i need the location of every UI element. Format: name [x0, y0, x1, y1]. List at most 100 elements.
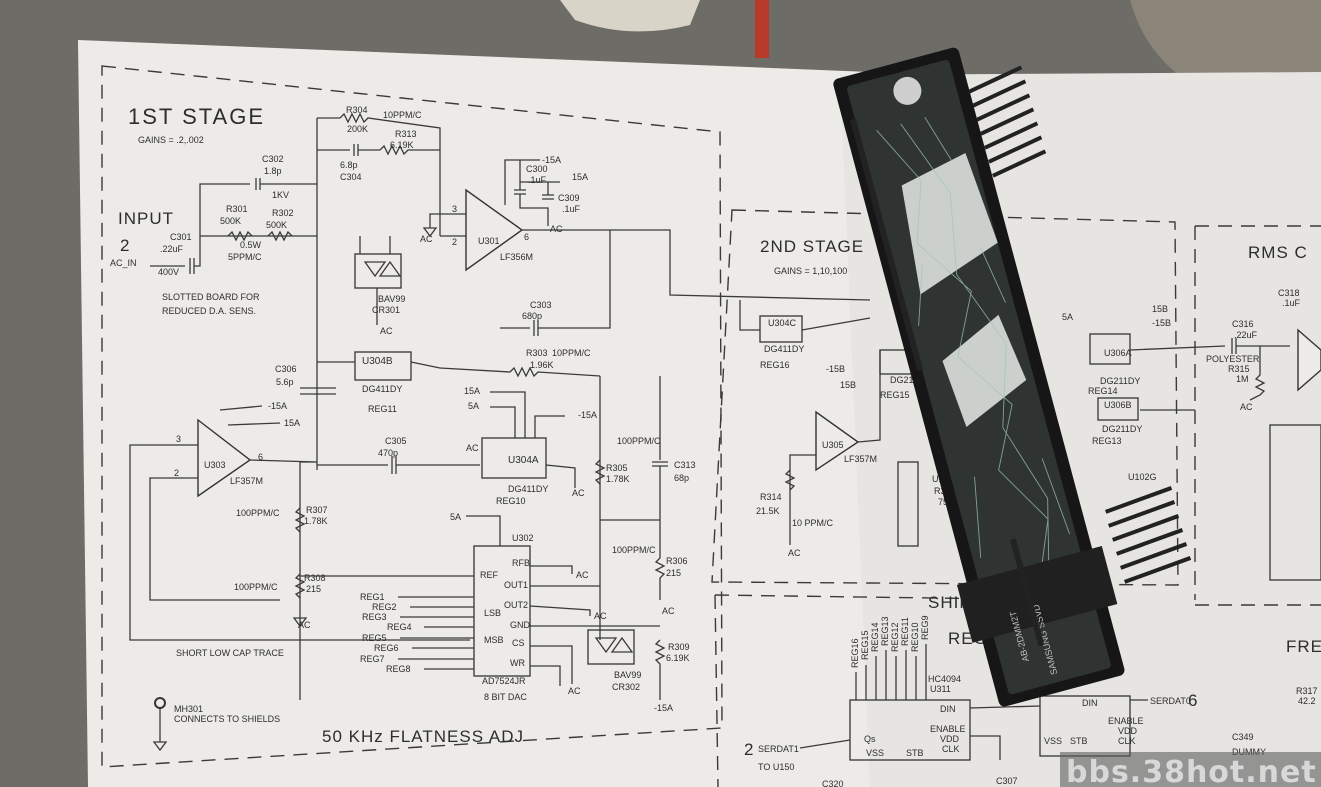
c301-value: .22uF — [160, 244, 184, 254]
hc4094-enable: ENABLE — [930, 724, 966, 734]
hc4094-part: HC4094 — [928, 674, 961, 684]
c306-cap — [300, 387, 336, 395]
dac-msb: MSB — [484, 635, 504, 645]
dac-wr: WR — [510, 658, 525, 668]
u306b-label: U306B — [1104, 400, 1132, 410]
stage1-gains: GAINS = .2,.002 — [138, 135, 204, 145]
dac-out2: OUT2 — [504, 600, 528, 610]
c309-value: .1uF — [562, 204, 581, 214]
input-number: 2 — [120, 236, 130, 255]
hc4094-clk: CLK — [942, 744, 960, 754]
r301-value: 500K — [220, 216, 241, 226]
c316-value: .22uF — [1234, 330, 1258, 340]
flatness-adj-label: 50 KHz FLATNESS ADJ — [322, 727, 524, 746]
u306a-part: DG211DY — [1100, 376, 1140, 386]
u304b-wiring — [317, 361, 441, 369]
dac-desc: 8 BIT DAC — [484, 692, 527, 702]
u304c-label: U304C — [768, 318, 797, 328]
c302-value: 1.8p — [264, 166, 282, 176]
c301-label: C301 — [170, 232, 192, 242]
reg3-label: REG3 — [362, 612, 387, 622]
trace-note: SHORT LOW CAP TRACE — [176, 648, 284, 658]
rms-5a: 5A — [1062, 312, 1073, 322]
c302-label: C302 — [262, 154, 284, 164]
dg2-part: DG211DY — [890, 375, 930, 385]
cr302-part: BAV99 — [614, 670, 641, 680]
serdat1-label: SERDAT1 — [758, 744, 799, 754]
hc4094b-din: DIN — [1082, 698, 1098, 708]
pin — [991, 149, 1047, 178]
serdat1-num: 2 — [744, 740, 754, 759]
u303-neg15: -15A — [268, 401, 287, 411]
c318-value: .1uF — [1282, 298, 1301, 308]
u305-part: LF357M — [844, 454, 877, 464]
stage1-title: 1ST STAGE — [128, 104, 265, 129]
c303-label: C303 — [530, 300, 552, 310]
u306b-part: DG211DY — [1102, 424, 1142, 434]
r317-value: 42.2 — [1298, 696, 1316, 706]
cr301-part: BAV99 — [378, 294, 405, 304]
module-exhaust-tip — [893, 76, 922, 105]
r307-label: R307 — [306, 505, 328, 515]
u301-ac: AC — [420, 234, 433, 244]
pin — [1120, 542, 1188, 570]
hc4094b-vss: VSS — [1044, 736, 1062, 746]
shift-reg11: REG11 — [900, 617, 910, 646]
hc4094-chip — [849, 699, 971, 761]
dac-gnd: GND — [510, 620, 531, 630]
pin — [1105, 486, 1173, 514]
rms-title: RMS C — [1248, 243, 1308, 262]
hc4094-ref: U311 — [930, 684, 951, 694]
hc4094b-vdd: VDD — [1118, 726, 1138, 736]
c300-label: C300 — [526, 164, 548, 174]
c302-wire — [199, 178, 317, 236]
dac-cs: CS — [512, 638, 525, 648]
r309-label: R309 — [668, 642, 690, 652]
u304a-15a: 15A — [464, 386, 480, 396]
rms-wiring — [1129, 338, 1290, 411]
u304c-box — [759, 315, 803, 343]
u303-pin3: 3 — [176, 434, 181, 444]
stage2-frame — [711, 209, 1179, 586]
stage2-title: 2ND STAGE — [760, 237, 864, 256]
stage1-frame — [101, 65, 723, 768]
board-note-2: REDUCED D.A. SENS. — [162, 306, 256, 316]
rms-opamp — [1297, 328, 1321, 392]
c318-label: C318 — [1278, 288, 1300, 298]
r306-value: 215 — [666, 568, 681, 578]
u301-pin6: 6 — [524, 232, 529, 242]
c303-value: 680p — [522, 311, 542, 321]
r306-ac: AC — [662, 606, 675, 616]
r309-value: 6.19K — [666, 653, 690, 663]
u301-pin2: 2 — [452, 237, 457, 247]
c309-ac: AC — [550, 224, 563, 234]
c305-label: C305 — [385, 436, 407, 446]
bucket-rim — [560, 0, 700, 32]
cr301-ac: AC — [380, 326, 393, 336]
input-label: INPUT — [118, 209, 174, 228]
u306b-reg: REG13 — [1092, 436, 1122, 446]
watermark-backdrop — [1060, 752, 1321, 787]
dac-wiring — [300, 515, 660, 686]
u306a-reg: REG14 — [1088, 386, 1118, 396]
stage2-wiring — [739, 300, 881, 545]
u306b-box — [1097, 397, 1139, 421]
pin — [968, 65, 1023, 94]
input-wire — [150, 235, 317, 274]
hc4094-vss: VSS — [866, 748, 884, 758]
shift-output-wires — [855, 644, 927, 700]
u304a-5a: 5A — [468, 401, 479, 411]
c316-type: POLYESTER — [1206, 354, 1260, 364]
shift-reg12: REG12 — [890, 622, 900, 652]
cr301-diodes — [359, 236, 402, 325]
r308-ac: AC — [298, 620, 311, 630]
serdat0-num: 6 — [1188, 691, 1198, 710]
c316-label: C316 — [1232, 319, 1254, 329]
u303-wiring — [129, 444, 470, 700]
r305-label: R305 — [606, 463, 628, 473]
shift-reg13: REG13 — [880, 616, 890, 646]
reg5-label: REG5 — [362, 633, 387, 643]
cr302-label: CR302 — [612, 682, 640, 692]
hc4094-qs: Qs — [864, 734, 876, 744]
